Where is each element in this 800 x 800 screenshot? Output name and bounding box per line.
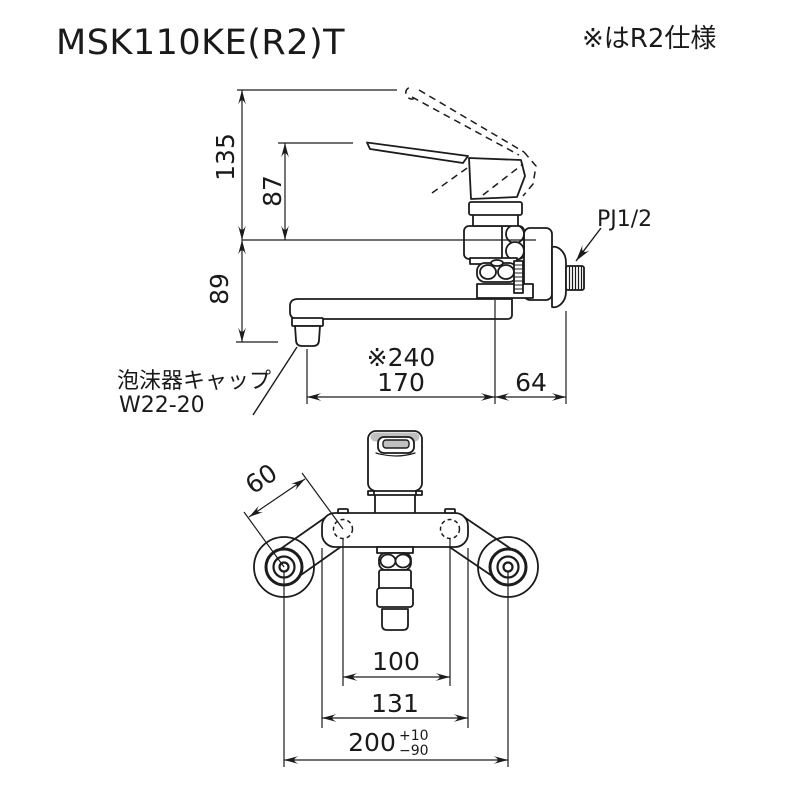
model-number-title: MSK110KE(R2)T bbox=[56, 23, 345, 63]
spout-nut bbox=[476, 259, 518, 283]
dim-89-label: 89 bbox=[205, 273, 234, 305]
leader-pj bbox=[575, 227, 602, 262]
dim-60-label: 60 bbox=[240, 458, 283, 500]
dim-87-label: 87 bbox=[258, 175, 287, 207]
dim-200-tol-minus: −90 bbox=[399, 743, 429, 759]
dim-200-tol-plus: +10 bbox=[399, 728, 429, 744]
dim-200-label: 200 bbox=[348, 728, 396, 757]
front-view: 60 100 131 200 +10 −90 bbox=[240, 430, 539, 767]
dim-line-60 bbox=[248, 478, 306, 518]
pipe-thread bbox=[565, 265, 585, 291]
dim-100-label: 100 bbox=[372, 647, 420, 676]
aerator-cap bbox=[291, 317, 324, 347]
dim-135-label: 135 bbox=[211, 133, 240, 181]
left-screw-nub bbox=[337, 508, 349, 514]
dim-64-label: 64 bbox=[515, 368, 547, 397]
handle-front bbox=[367, 430, 423, 496]
aerator-label-line1: 泡沫器キャップ bbox=[117, 369, 271, 394]
ext-60-hole bbox=[301, 472, 344, 530]
handle-cap bbox=[468, 157, 526, 200]
dim-131-label: 131 bbox=[371, 689, 419, 718]
wall-flange bbox=[551, 245, 567, 309]
body-ring bbox=[468, 201, 523, 216]
right-mount-hole bbox=[439, 518, 461, 540]
leader-aerator bbox=[252, 346, 298, 416]
dim-170-label: 170 bbox=[377, 368, 425, 397]
ext-60-hub bbox=[243, 511, 285, 568]
handle-lever bbox=[366, 141, 469, 164]
swivel-thread bbox=[513, 260, 524, 294]
mounting-crossbar bbox=[321, 512, 469, 548]
r2-spec-note: ※はR2仕様 bbox=[582, 24, 716, 54]
handle-raised-phantom bbox=[405, 86, 537, 197]
valve-stack-front bbox=[376, 546, 414, 631]
spout-tube bbox=[289, 298, 513, 320]
left-mount-hole bbox=[332, 518, 354, 540]
pj-connection-label: PJ1/2 bbox=[597, 207, 652, 232]
spout-base-plate bbox=[476, 283, 534, 299]
right-screw-nub bbox=[444, 508, 456, 514]
handle-neck-front bbox=[374, 494, 416, 515]
side-view: 135 87 89 ※240 170 64 PJ1/2 泡沫器キャップ W22-… bbox=[117, 86, 652, 418]
dim-240-label: ※240 bbox=[367, 343, 436, 372]
aerator-label-line2: W22-20 bbox=[119, 393, 205, 418]
